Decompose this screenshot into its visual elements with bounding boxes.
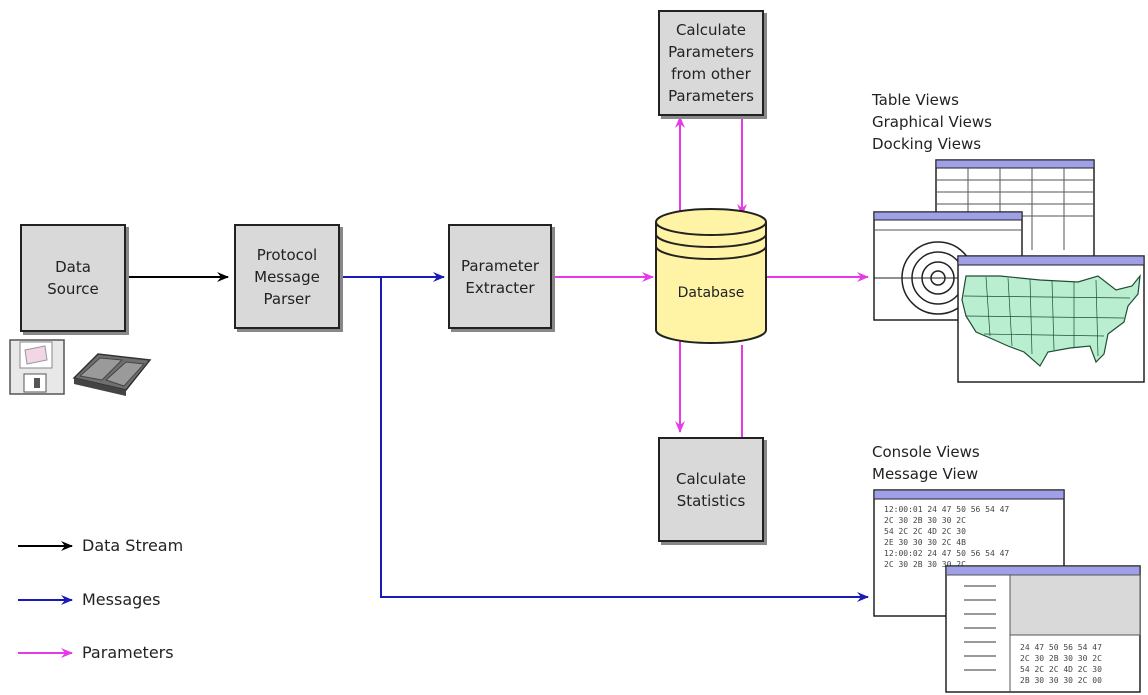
docking-views-label: Docking Views (872, 135, 982, 153)
console-line: 2E 30 30 30 2C 4B (884, 538, 966, 547)
message-view-window: 24 47 50 56 54 47 2C 30 2B 30 30 2C 54 2C … (945, 565, 1141, 693)
hex-line: 54 2C 2C 4D 2C 30 (1020, 665, 1102, 674)
messages-arrow-to-console (380, 277, 869, 602)
console-line: 2C 30 2B 30 30 2C (884, 560, 966, 569)
hex-line: 24 47 50 56 54 47 (1020, 643, 1102, 652)
calc-stats-label: Calculate Statistics (675, 469, 747, 510)
table-views-label: Table Views (872, 91, 959, 109)
database-cylinder (655, 208, 767, 344)
console-line: 2C 30 2B 30 30 2C (884, 516, 966, 525)
usa-map-shape (961, 274, 1141, 367)
graphical-views-label: Graphical Views (872, 113, 992, 131)
hex-line: 2B 30 30 30 2C 00 (1020, 676, 1102, 685)
console-views-label: Console Views (872, 443, 980, 461)
calc-params-box: Calculate Parameters from other Paramete… (658, 10, 764, 116)
hard-drive-icon (72, 353, 152, 396)
protocol-parser-label: Protocol Message Parser (254, 245, 320, 308)
console-line: 54 2C 2C 4D 2C 30 (884, 527, 966, 536)
data-source-label: Data Source (47, 258, 99, 298)
data-source-box: Data Source (20, 224, 126, 332)
console-line: 12:00:02 24 47 50 56 54 47 (884, 549, 1009, 558)
legend-data-stream-label: Data Stream (82, 536, 184, 555)
map-view-window (957, 255, 1145, 383)
parameter-extracter-box: Parameter Extracter (448, 224, 552, 329)
legend-messages-label: Messages (82, 590, 161, 609)
floppy-disk-icon (9, 339, 65, 395)
calc-params-label: Calculate Parameters from other Paramete… (668, 21, 754, 105)
database-label: Database (677, 285, 745, 301)
console-line: 12:00:01 24 47 50 56 54 47 (884, 505, 1009, 514)
parameter-extracter-label: Parameter Extracter (460, 256, 540, 297)
message-view-label: Message View (872, 465, 979, 483)
legend-parameters-label: Parameters (82, 643, 174, 662)
protocol-parser-box: Protocol Message Parser (234, 224, 340, 329)
hex-line: 2C 30 2B 30 30 2C (1020, 654, 1102, 663)
calc-stats-box: Calculate Statistics (658, 437, 764, 542)
